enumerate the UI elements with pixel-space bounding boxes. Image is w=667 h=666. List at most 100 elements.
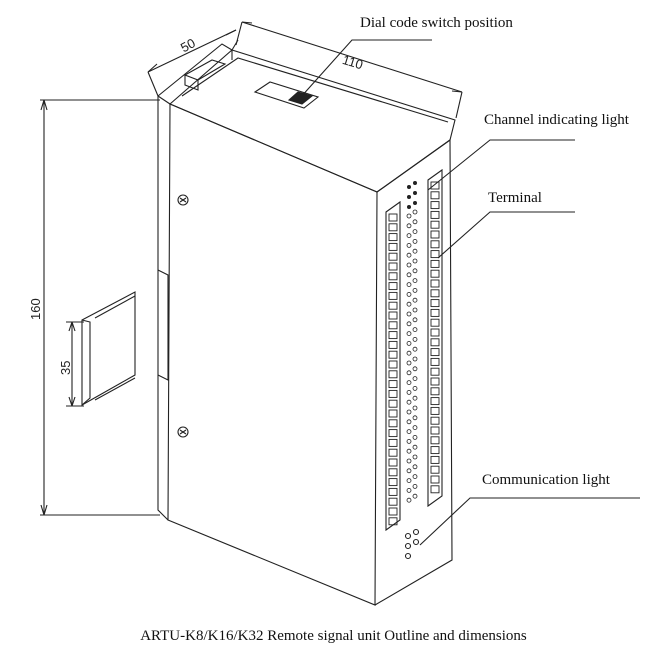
channel-light-icon: [406, 321, 412, 327]
top-face: [168, 49, 456, 193]
channel-light-icon: [412, 278, 418, 284]
channel-light-icon: [406, 429, 412, 435]
terminal-pin: [388, 448, 398, 457]
channel-light-icon: [406, 419, 412, 425]
label-dial-code-switch: Dial code switch position: [360, 15, 513, 31]
channel-light-icon: [412, 209, 418, 215]
channel-light-icon: [406, 399, 412, 405]
label-channel-light: Channel indicating light: [484, 112, 629, 128]
terminal-pin: [430, 269, 440, 278]
terminal-pin: [388, 497, 398, 506]
terminal-pin: [430, 446, 440, 455]
channel-light-icon: [406, 213, 412, 219]
terminal-pin: [388, 409, 398, 418]
terminal-pin: [430, 357, 440, 366]
terminal-pin: [430, 377, 440, 386]
channel-light-icon: [412, 444, 418, 450]
terminal-pin: [430, 210, 440, 219]
terminal-pin: [430, 465, 440, 474]
terminal-pin: [430, 455, 440, 464]
terminal-pin: [388, 438, 398, 447]
channel-light-icon: [412, 356, 418, 362]
channel-light-icon: [412, 268, 418, 274]
terminal-pin: [388, 419, 398, 428]
channel-light-icon: [412, 317, 418, 323]
terminal-pin: [388, 291, 398, 300]
terminal-pin: [388, 242, 398, 251]
terminal-pin: [388, 468, 398, 477]
channel-light-icon: [406, 301, 412, 307]
channel-light-icon: [406, 223, 412, 229]
terminal-pin: [388, 252, 398, 261]
channel-light-icon: [412, 405, 418, 411]
channel-light-icon: [412, 287, 418, 293]
terminal-pin: [430, 318, 440, 327]
channel-light-icon: [406, 350, 412, 356]
terminal-pin: [388, 223, 398, 232]
terminal-pin: [388, 301, 398, 310]
screw-top-icon: [177, 194, 189, 206]
channel-light-icon: [406, 360, 412, 366]
comm-light-3-icon: [404, 542, 412, 550]
screw-bottom-icon: [177, 426, 189, 438]
terminal-pin: [430, 475, 440, 484]
terminal-pin: [388, 399, 398, 408]
terminal-pin: [388, 340, 398, 349]
channel-light-icon: [406, 340, 412, 346]
terminal-strip-left: [385, 200, 401, 532]
channel-light-icon: [412, 297, 418, 303]
channel-light-icon: [412, 248, 418, 254]
terminal-pin: [430, 348, 440, 357]
terminal-pin: [388, 429, 398, 438]
channel-light-icon: [406, 252, 412, 258]
terminal-pin: [430, 485, 440, 494]
channel-light-icon: [406, 262, 412, 268]
channel-light-icon: [412, 219, 418, 225]
channel-light-icon: [412, 395, 418, 401]
terminal-pin: [430, 308, 440, 317]
figure-caption: ARTU-K8/K16/K32 Remote signal unit Outli…: [140, 628, 527, 644]
channel-light-icon: [406, 242, 412, 248]
channel-light-icon: [412, 464, 418, 470]
terminal-pin: [388, 389, 398, 398]
channel-light-icon: [412, 434, 418, 440]
channel-light-icon: [406, 438, 412, 444]
dial-switch-window: [253, 81, 320, 109]
channel-light-icon: [412, 474, 418, 480]
channel-light-icon: [406, 331, 412, 337]
channel-light-icon: [406, 448, 412, 454]
comm-light-4-icon: [412, 538, 420, 546]
channel-light-icon: [406, 478, 412, 484]
terminal-pin: [388, 478, 398, 487]
channel-light-icon: [406, 370, 412, 376]
channel-light-icon: [412, 454, 418, 460]
terminal-pin: [388, 517, 398, 526]
terminal-pin: [430, 191, 440, 200]
terminal-pin: [430, 289, 440, 298]
terminal-pin: [430, 338, 440, 347]
channel-light-icon: [412, 346, 418, 352]
terminal-pin: [388, 370, 398, 379]
channel-light-icon: [412, 327, 418, 333]
label-communication-light: Communication light: [482, 472, 610, 488]
terminal-pin: [388, 487, 398, 496]
terminal-pin: [388, 360, 398, 369]
terminal-pin: [388, 507, 398, 516]
terminal-pin: [388, 262, 398, 271]
channel-light-icon: [412, 493, 418, 499]
terminal-pin: [388, 272, 398, 281]
comm-light-1-icon: [404, 532, 412, 540]
channel-light-icon: [406, 311, 412, 317]
terminal-pin: [430, 230, 440, 239]
terminal-pin: [430, 201, 440, 210]
terminal-pin: [388, 380, 398, 389]
terminal-pin: [430, 426, 440, 435]
channel-light-icon: [412, 385, 418, 391]
channel-light-icon: [406, 458, 412, 464]
channel-light-icon: [412, 415, 418, 421]
dim-rail: 35: [58, 360, 73, 375]
terminal-pin: [430, 436, 440, 445]
terminal-pin: [388, 350, 398, 359]
terminal-strip-right: [427, 168, 443, 508]
